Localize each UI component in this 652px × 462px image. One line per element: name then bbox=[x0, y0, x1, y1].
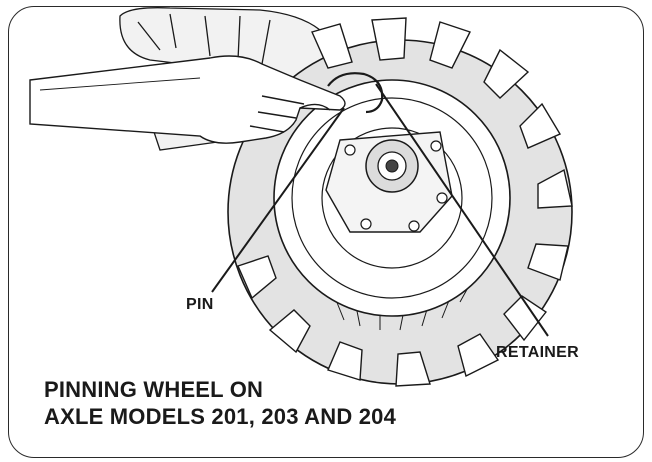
hand-and-arm bbox=[29, 55, 346, 144]
retainer-callout: RETAINER bbox=[496, 344, 579, 361]
leader-lines bbox=[211, 83, 549, 337]
caption-line-2: AXLE MODELS 201, 203 AND 204 bbox=[44, 404, 397, 429]
pin-leader-line bbox=[211, 107, 345, 293]
retainer-wire bbox=[327, 72, 384, 114]
pin-callout: PIN bbox=[186, 296, 214, 313]
hub bbox=[325, 131, 453, 233]
caption-line-1: PINNING WHEEL ON bbox=[44, 377, 264, 402]
retainer-leader-line bbox=[375, 83, 549, 337]
figure-caption: PINNING WHEEL ON AXLE MODELS 201, 203 AN… bbox=[44, 376, 396, 430]
